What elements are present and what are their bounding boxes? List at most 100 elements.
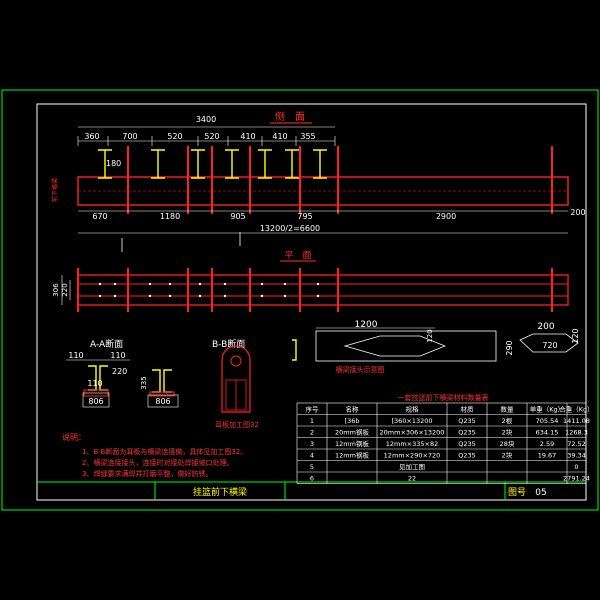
note-1: 1、B-B断面为耳板与横梁连接做，具体见加工图32。 (82, 447, 247, 456)
plan-hole (223, 282, 227, 286)
detail-dim-side: 200 (537, 322, 554, 332)
hanger (151, 149, 165, 179)
dim-top-5: 410 (240, 132, 255, 141)
section-a-dim-5: 806 (88, 397, 103, 406)
plan-hole (223, 294, 227, 298)
table-cell: 2块 (502, 451, 513, 460)
hanger (258, 149, 272, 179)
table-cell: 5 (310, 463, 314, 471)
section-mid-dim-2: 806 (155, 397, 170, 406)
section-a: A-A断面 110 110 220 110 806 (66, 338, 130, 408)
table-header-cell: 规格 (406, 405, 420, 414)
side-view: 侧 面 3400 360 700 520 520 410 410 355 前下横… (51, 110, 586, 252)
dim-bottom-6: 200 (570, 208, 585, 217)
material-table: 一套挂篮前下横梁材料数量表 序号名称规格材质数量单重（Kg）合重（Kg）1[36… (296, 393, 594, 484)
table-border (296, 402, 587, 484)
notes-heading: 说明： (62, 432, 86, 442)
table-cell: 634.15 (536, 429, 559, 437)
plan-hole (260, 294, 264, 298)
table-header-cell: 合重（Kg） (559, 405, 593, 414)
table-cell: 22 (408, 475, 416, 483)
plan-hole (316, 294, 320, 298)
table-cell: 2791.24 (563, 475, 590, 483)
detail-dim-right: 120 (571, 328, 580, 343)
plan-hole (113, 282, 117, 286)
table-cell: 12mm钢板 (335, 439, 369, 448)
table-cell: 28块 (500, 439, 515, 448)
table-cell: Q235 (458, 417, 476, 425)
plan-dim-outer: 306 (52, 283, 60, 297)
section-b: B-B断面 耳板加工图32 (212, 338, 259, 429)
section-mid-dim-1: 335 (140, 376, 148, 389)
section-a-dim-1: 110 (68, 351, 83, 360)
dim-top-2: 700 (122, 132, 137, 141)
table-cell: [36b (345, 417, 360, 425)
plan-hole (283, 282, 287, 286)
table-cell: 2块 (502, 428, 513, 437)
dim-top-3: 520 (167, 132, 182, 141)
drawing-no: 05 (535, 488, 546, 498)
table-cell: 20mm钢板 (335, 428, 369, 437)
outer-frame (1, 89, 599, 511)
dim-bottom-2: 1180 (160, 212, 180, 221)
plan-hole (198, 294, 202, 298)
table-cell: 6 (310, 475, 314, 483)
side-left-label: 前下横梁 (51, 178, 59, 202)
detail-caption: 横梁接头示意图 (336, 365, 385, 374)
table-header-cell: 名称 (346, 405, 360, 414)
table-cell: Q235 (458, 452, 476, 460)
drawing-title: 挂篮前下横梁 (193, 486, 247, 498)
table-header-cell: 单重（Kg） (530, 405, 564, 414)
inner-frame (36, 103, 587, 501)
plan-view: 平 面 306 220 (52, 250, 569, 312)
dim-bottom-5: 2900 (436, 212, 456, 221)
table-cell: 4 (310, 452, 314, 460)
section-a-dim-4: 110 (87, 379, 102, 388)
dim-bottom-4: 795 (297, 212, 312, 221)
title-block: 挂篮前下横梁 图号 05 (37, 481, 586, 500)
hanger (191, 149, 205, 179)
dim-top-6: 410 (272, 132, 287, 141)
table-cell: 20mm×306×13200 (380, 429, 445, 437)
table-cell: 12mm钢板 (335, 451, 369, 460)
plan-hole (260, 282, 264, 286)
side-view-title: 侧 面 (275, 110, 305, 123)
plan-hole (283, 294, 287, 298)
plan-dim-inner: 220 (61, 283, 69, 296)
plan-view-title: 平 面 (284, 250, 311, 261)
note-3: 3、焊缝要求满焊并打磨平整，做好防锈。 (82, 469, 212, 478)
dim-top-4: 520 (204, 132, 219, 141)
table-header-cell: 序号 (306, 405, 320, 414)
hanger (313, 149, 327, 179)
detail-dim-h: 290 (505, 340, 514, 355)
plan-hole (98, 294, 102, 298)
section-a-dim-2: 110 (110, 351, 125, 360)
table-cell: 12mm×335×82 (386, 440, 439, 448)
table-cell: Q235 (458, 440, 476, 448)
table-title: 一套挂篮前下横梁材料数量表 (398, 393, 489, 402)
table-cell: 72.52 (567, 440, 586, 448)
dim-bottom-3: 905 (230, 212, 245, 221)
dim-top-7: 355 (300, 132, 315, 141)
table-header-cell: 数量 (501, 405, 515, 414)
dim-total: 3400 (196, 115, 216, 124)
dim-top-1: 360 (84, 132, 99, 141)
table-cell: 12mm×290×720 (384, 452, 441, 460)
section-b-caption: 耳板加工图32 (215, 420, 259, 429)
detail-dim-mid: 120 (426, 329, 434, 342)
plan-hole (98, 282, 102, 286)
section-mid: 335 806 (140, 369, 179, 408)
plan-hole (148, 294, 152, 298)
plan-hole (168, 294, 172, 298)
dim-overall: 13200/2=6600 (260, 224, 320, 233)
table-cell: 2根 (502, 416, 513, 425)
table-cell: 1 (310, 417, 314, 425)
hanger (285, 149, 299, 179)
plan-hole (168, 282, 172, 286)
plan-hole (198, 282, 202, 286)
table-cell: 1411.08 (563, 417, 590, 425)
detail-dim-w: 720 (542, 341, 557, 350)
table-cell: 见加工图 (399, 462, 425, 471)
note-2: 2、横梁连接接头，连接时对接处焊接坡口处理。 (82, 458, 233, 467)
